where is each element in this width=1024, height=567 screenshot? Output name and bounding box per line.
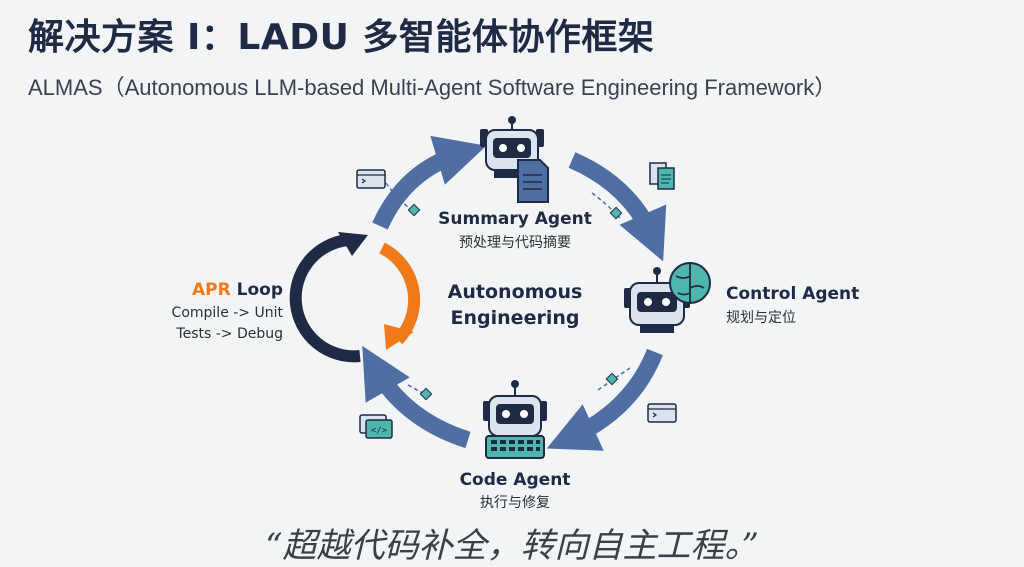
apr-loop-line1: Compile -> Unit — [172, 305, 284, 321]
arrow-code-to-apr — [362, 345, 471, 449]
center-label-line1: Autonomous — [448, 281, 583, 303]
center-label-line2: Engineering — [451, 307, 580, 329]
apr-dark-arrowhead — [338, 232, 368, 256]
robot-brain-icon — [624, 262, 711, 333]
terminal-icon — [647, 403, 677, 423]
page-title: 解决方案 I：LADU 多智能体协作框架 — [28, 17, 655, 58]
node-dot — [407, 203, 421, 217]
code-agent-desc: 执行与修复 — [480, 494, 550, 511]
summary-agent-desc: 预处理与代码摘要 — [459, 234, 571, 251]
document-icon — [649, 162, 675, 190]
node-dot — [609, 206, 623, 220]
closing-quote: “超越代码补全，转向自主工程。” — [265, 526, 759, 566]
node-dot — [419, 387, 433, 401]
apr-loop-title: APR Loop — [192, 280, 283, 300]
svg-text:</>: </> — [371, 426, 388, 436]
control-agent-desc: 规划与定位 — [726, 310, 796, 326]
apr-accent: APR — [192, 280, 231, 300]
robot-document-icon — [480, 116, 549, 203]
page-subtitle: ALMAS（Autonomous LLM-based Multi-Agent S… — [28, 75, 837, 100]
terminal-icon — [356, 169, 386, 189]
cycle-arrows — [362, 135, 667, 451]
arrow-control-to-code — [546, 348, 663, 451]
arrow-apr-to-summary — [372, 135, 487, 230]
code-window-icon: </> — [359, 414, 393, 439]
summary-agent-name: Summary Agent — [438, 209, 592, 229]
apr-loop-word: Loop — [237, 280, 283, 300]
robot-keyboard-icon — [483, 380, 547, 459]
node-dot — [605, 372, 619, 386]
apr-loop-line2: Tests -> Debug — [175, 326, 283, 342]
apr-loop-arrows — [289, 232, 421, 363]
control-agent-name: Control Agent — [726, 284, 859, 304]
apr-orange-arrowhead — [384, 324, 414, 350]
code-agent-name: Code Agent — [460, 470, 571, 490]
arrow-summary-to-control — [568, 152, 667, 262]
